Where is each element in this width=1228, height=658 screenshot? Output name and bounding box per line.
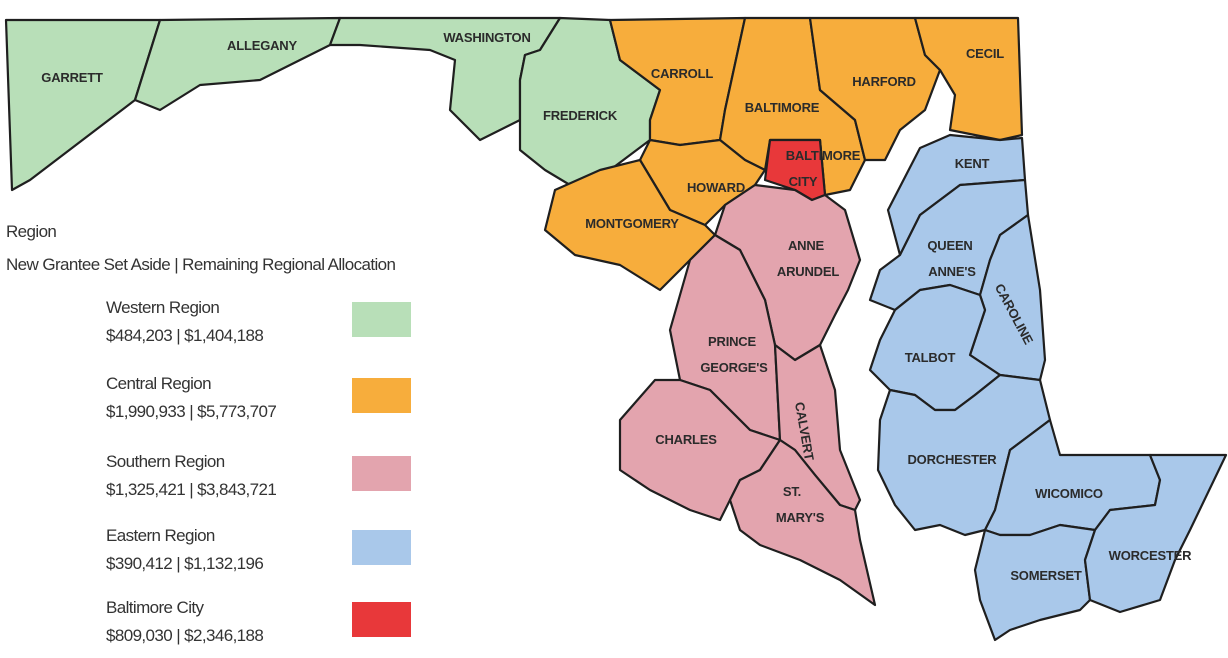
label-washington: WASHINGTON — [443, 30, 530, 45]
county-cecil[interactable] — [913, 16, 1024, 142]
label-anne-arundel-1: ANNE — [788, 238, 825, 253]
legend-title: Region — [6, 222, 57, 241]
label-queen-annes-1: QUEEN — [927, 238, 972, 253]
legend-swatch-eastern — [352, 530, 411, 565]
county-garrett[interactable] — [4, 18, 162, 192]
label-st-marys-2: MARY'S — [776, 510, 825, 525]
label-anne-arundel-2: ARUNDEL — [777, 264, 839, 279]
legend-subtitle: New Grantee Set Aside | Remaining Region… — [6, 255, 396, 274]
legend-item-name: Eastern Region — [106, 526, 215, 545]
legend-item-southern: Southern Region $1,325,421 | $3,843,721 — [106, 452, 426, 512]
legend-item-name: Baltimore City — [106, 598, 204, 617]
legend-item-values: $390,412 | $1,132,196 — [106, 554, 264, 573]
legend-item-name: Western Region — [106, 298, 220, 317]
legend-item-western: Western Region $484,203 | $1,404,188 — [106, 298, 426, 358]
label-garrett: GARRETT — [41, 70, 103, 85]
label-cecil: CECIL — [966, 46, 1004, 61]
county-st-marys[interactable] — [728, 438, 877, 607]
legend-item-name: Central Region — [106, 374, 212, 393]
label-baltimore: BALTIMORE — [745, 100, 820, 115]
label-st-marys-1: ST. — [783, 484, 801, 499]
legend-item-baltimore-city: Baltimore City $809,030 | $2,346,188 — [106, 598, 426, 658]
county-somerset[interactable] — [973, 523, 1097, 642]
label-howard: HOWARD — [687, 180, 745, 195]
legend-item-values: $809,030 | $2,346,188 — [106, 626, 264, 645]
label-prince-georges-2: GEORGE'S — [700, 360, 768, 375]
label-prince-georges-1: PRINCE — [708, 334, 756, 349]
legend-item-name: Southern Region — [106, 452, 225, 471]
legend-swatch-baltimore-city — [352, 602, 411, 637]
label-allegany: ALLEGANY — [227, 38, 297, 53]
legend-swatch-western — [352, 302, 411, 337]
legend-swatch-southern — [352, 456, 411, 491]
legend-item-values: $1,325,421 | $3,843,721 — [106, 480, 277, 499]
county-worcester[interactable] — [1083, 453, 1228, 614]
label-worcester: WORCESTER — [1109, 548, 1193, 563]
label-carroll: CARROLL — [651, 66, 713, 81]
label-baltimore-city-1: BALTIMORE — [786, 148, 861, 163]
label-charles: CHARLES — [655, 432, 717, 447]
legend-item-central: Central Region $1,990,933 | $5,773,707 — [106, 374, 426, 434]
legend-item-eastern: Eastern Region $390,412 | $1,132,196 — [106, 526, 426, 586]
label-harford: HARFORD — [852, 74, 916, 89]
label-dorchester: DORCHESTER — [907, 452, 997, 467]
label-baltimore-city-2: CITY — [789, 174, 818, 189]
label-frederick: FREDERICK — [543, 108, 618, 123]
county-allegany[interactable] — [133, 16, 342, 112]
label-queen-annes-2: ANNE'S — [928, 264, 976, 279]
legend-swatch-central — [352, 378, 411, 413]
legend-item-values: $484,203 | $1,404,188 — [106, 326, 264, 345]
label-kent: KENT — [955, 156, 990, 171]
label-somerset: SOMERSET — [1010, 568, 1082, 583]
county-montgomery[interactable] — [543, 158, 717, 292]
label-montgomery: MONTGOMERY — [585, 216, 679, 231]
label-wicomico: WICOMICO — [1035, 486, 1103, 501]
legend-item-values: $1,990,933 | $5,773,707 — [106, 402, 277, 421]
label-talbot: TALBOT — [905, 350, 956, 365]
